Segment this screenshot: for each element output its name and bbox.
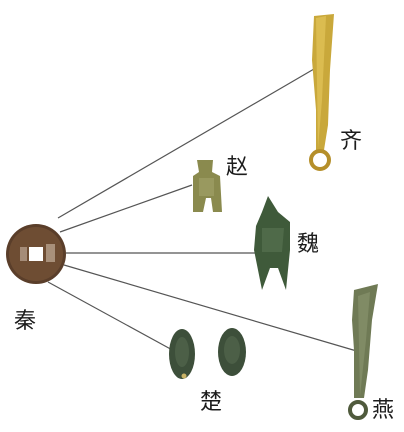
line-to-zhao	[59, 184, 193, 233]
chu-label: 楚	[200, 390, 223, 415]
yan-coin	[348, 284, 378, 420]
wei-label: 魏	[297, 232, 320, 257]
qin-label: 秦	[14, 309, 37, 334]
zhao-label: 赵	[226, 155, 249, 180]
qin-coin	[6, 224, 66, 284]
line-to-qi	[57, 61, 327, 219]
connector-lines	[47, 61, 361, 353]
line-to-chu	[47, 281, 177, 353]
qi-coin	[309, 14, 334, 171]
line-to-yan	[63, 264, 361, 353]
chu-coins	[169, 328, 246, 379]
yan-label: 燕	[372, 398, 395, 423]
zhao-coin	[193, 160, 222, 212]
wei-coin	[254, 196, 290, 290]
qi-label: 齐	[340, 129, 363, 154]
